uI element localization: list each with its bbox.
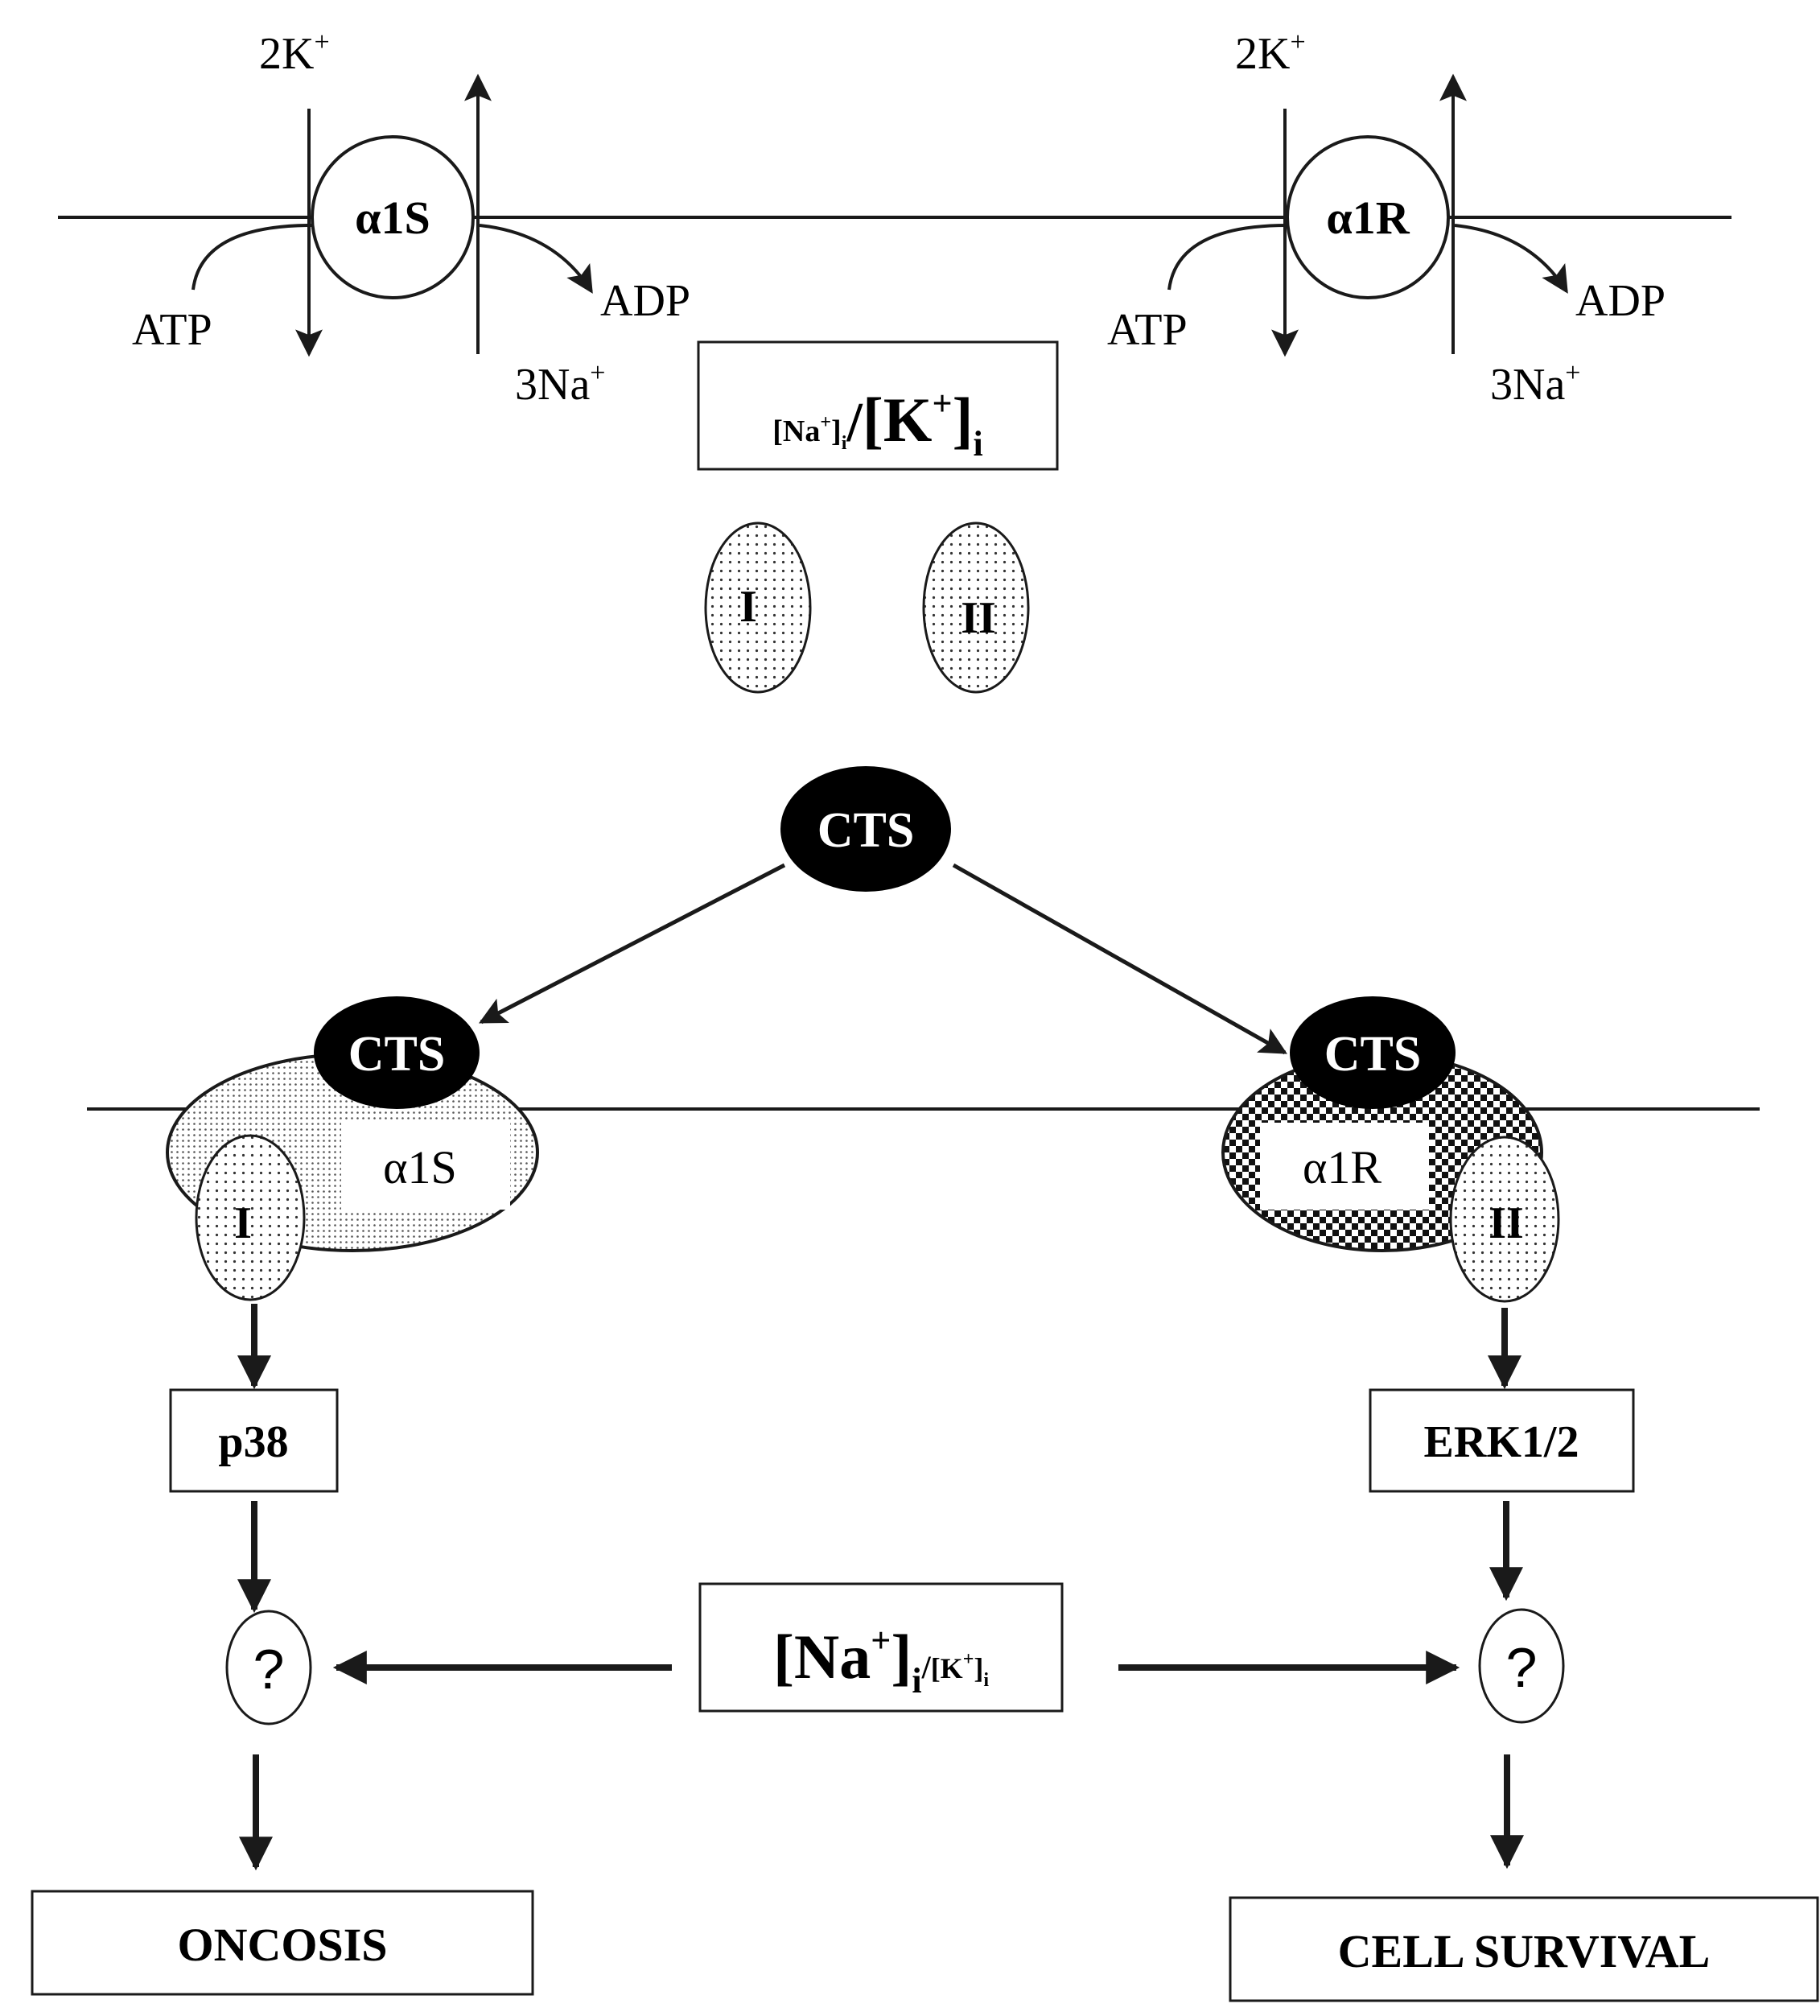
left-cts-label: CTS <box>348 1027 446 1082</box>
adp-curve-left <box>479 224 593 294</box>
protein-ii-free <box>922 522 1030 694</box>
right-query-ellipse <box>1478 1608 1565 1724</box>
right-query-label: ? <box>1506 1636 1538 1699</box>
protein-i-free <box>704 522 812 694</box>
adp-label-right: ADP <box>1575 276 1666 326</box>
right-complex-group: α1R CTS II <box>1221 996 1560 1303</box>
pump-a1r-circle <box>1286 135 1450 299</box>
oncosis-box <box>31 1890 534 1996</box>
pump-a1r-label: α1R <box>1326 192 1410 244</box>
bottom-ratio-box <box>698 1582 1064 1713</box>
cts-free-ellipse <box>780 766 951 892</box>
p38-box <box>169 1388 339 1493</box>
left-complex-group: α1S CTS I <box>166 996 539 1301</box>
right-cts-ellipse <box>1290 996 1456 1109</box>
pump-a1s-circle <box>311 135 475 299</box>
cell-survival-label: CELL SURVIVAL <box>1338 1925 1711 1977</box>
protein-ii-free-label: II <box>961 593 996 643</box>
left-a1s-label-bg <box>341 1123 510 1210</box>
k-ion-label-right: 2K+ <box>1235 27 1306 79</box>
left-protein-i-label: I <box>234 1198 252 1248</box>
left-cts-ellipse <box>314 996 480 1109</box>
top-ratio-text: [Na+]i/[K+]i <box>772 384 983 464</box>
left-pump-group: α1S 2K+ ATP ADP 3Na+ <box>132 27 690 410</box>
na-ion-label-left: 3Na+ <box>515 358 605 410</box>
right-a1r-label: α1R <box>1303 1141 1381 1194</box>
left-protein-i <box>195 1134 306 1301</box>
pump-a1s-label: α1S <box>355 192 430 244</box>
k-ion-label-left: 2K+ <box>259 27 330 79</box>
right-protein-ii <box>1449 1136 1560 1303</box>
cell-survival-box <box>1229 1896 1819 2002</box>
adp-label-left: ADP <box>600 276 690 326</box>
erk-label: ERK1/2 <box>1424 1417 1579 1467</box>
adp-curve-right <box>1454 224 1568 294</box>
cts-to-left-arrow <box>478 863 786 1024</box>
atp-curve-left <box>191 224 313 291</box>
left-query-ellipse <box>225 1610 312 1725</box>
atp-label-right: ATP <box>1107 305 1188 355</box>
protein-i-free-label: I <box>739 582 757 632</box>
right-pump-group: α1R 2K+ ATP ADP 3Na+ <box>1107 27 1666 410</box>
right-protein-ii-label: II <box>1489 1198 1524 1248</box>
atp-curve-right <box>1167 224 1288 291</box>
oncosis-label: ONCOSIS <box>177 1919 387 1971</box>
cts-free-label: CTS <box>817 803 915 858</box>
left-a1s-label: α1S <box>383 1141 457 1194</box>
right-cts-label: CTS <box>1324 1027 1422 1082</box>
right-a1r-label-bg <box>1260 1123 1429 1210</box>
cts-to-right-arrow <box>952 863 1287 1055</box>
atp-label-left: ATP <box>132 305 212 355</box>
bottom-ratio-text: [Na+]i/[K+]i <box>773 1621 989 1701</box>
left-query-label: ? <box>253 1638 285 1701</box>
p38-label: p38 <box>218 1417 288 1467</box>
na-ion-label-right: 3Na+ <box>1490 358 1580 410</box>
erk-box <box>1369 1388 1635 1493</box>
top-ratio-box <box>697 340 1059 471</box>
